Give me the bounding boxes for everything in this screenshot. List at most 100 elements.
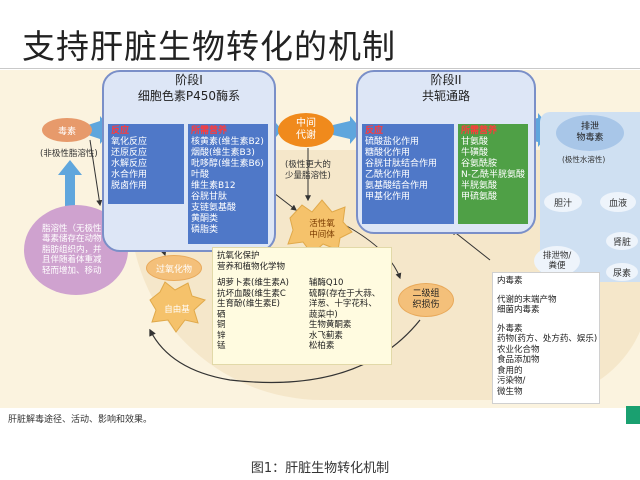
free-radicals-label: 过氧化物 [155,264,192,275]
fat-storage-line: 脂溶性（无极性） [41,223,110,234]
phase2-reaction-item: 氨基酸结合作用 [365,181,429,191]
fat-storage-line: 且伴随着体重减 [41,255,102,266]
antioxidant-item: 抗坏血酸(维生素C [217,288,286,299]
intermediate-label-line: 中间 [296,118,316,129]
antioxidant-item: 辅酶Q10 [308,278,344,288]
secondary-damage-line: 织损伤 [412,300,440,310]
fat-storage-node: 脂溶性（无极性） 毒素储存在动物 脂肪组织内，并 且伴随着体重减 轻而增加、移动 [24,205,128,295]
antioxidant-item: 锰 [217,341,226,351]
phase2-reaction-item: 硫酸盐化作用 [365,137,420,147]
urine-node: 尿素 [606,263,638,281]
reactive-intermediates-label: 活性氧 中间体 [302,219,342,240]
title-divider [0,68,640,69]
phase2-reaction-item: 糖酸化作用 [365,148,411,158]
excretion-node: 排泄 物毒素 [556,115,624,151]
phase1-nutrient-item: 叶酸 [191,170,210,180]
flow-arrow-intermediate-to-phase2 [333,116,362,144]
phase2-nutrient-item: 牛磺酸 [461,148,489,158]
arrow-fat-to-toxin [58,160,82,210]
phase2-nutrients-box: 所需营养 甘氨酸 牛磺酸 谷氨酰胺 N-乙酰半胱氨酸 半胱氨酸 甲硫氨酸 [458,124,528,224]
phase2-reaction-item: 谷胱甘肽结合作用 [365,159,438,169]
exogenous-item: 微生物 [497,386,523,397]
phase2-nutrients-heading: 所需营养 [461,126,498,136]
exogenous-item: 食品添加物 [497,355,540,365]
antioxidant-item: 胡萝卜素(维生素A) [217,278,289,288]
excretion-label-line: 物毒素 [576,133,604,143]
antioxidant-item: 蔬菜中) [308,309,338,320]
phase1-nutrient-item: 核黄素(维生素B2) [191,137,264,147]
fat-storage-line: 轻而增加、移动 [41,265,102,276]
antioxidant-item: 硒 [217,309,226,320]
intermediate-note: (极性更大的 少量脂溶性) [285,160,331,181]
bile-label: 胆汁 [553,198,572,209]
phase1-nutrients-box: 所需营养 核黄素(维生素B2) 烟酸(维生素B3) 吡哆醇(维生素B6) 叶酸 … [188,124,268,244]
secondary-damage-line: 二级组 [412,289,440,299]
free-radicals-node: 过氧化物 [146,255,202,281]
feces-label-line: 粪便 [548,261,566,271]
phase1-title-line: 阶段I [175,73,203,87]
reactive-label-line: 活性氧 [309,219,335,229]
phase2-nutrient-item: 甲硫氨酸 [461,192,498,202]
phase1-reaction-item: 水解反应 [111,159,148,169]
toxin-label: 毒素 [57,126,76,137]
intermediate-note-line: 少量脂溶性) [285,170,331,181]
exogenous-item: 农业化合物 [497,344,540,355]
free-radical-tag: 自由基 [164,305,190,315]
connector-toxin-to-fat [89,139,103,207]
connector-sources-to-phase2 [451,229,491,261]
phase2-title-line: 共轭通路 [421,89,470,103]
phase1-nutrients-heading: 所需营养 [191,126,228,136]
intermediate-node: 中间 代谢 [278,113,334,147]
exogenous-item: 药物(药方、处方药、娱乐) [497,334,598,344]
phase1-reaction-item: 还原反应 [111,148,148,158]
page-title: 支持肝脏生物转化的机制 [22,27,396,66]
endogenous-heading: 内毒素 [497,276,523,286]
phase1-reactions-box: 反应 氧化反应 还原反应 水解反应 水合作用 脱卤作用 [108,124,184,204]
phase1-reactions-heading: 反应 [111,126,130,136]
reactive-burst-shape [287,199,353,255]
phase1-nutrient-item: 谷胱甘肽 [191,192,228,202]
phase1-nutrient-item: 烟酸(维生素B3) [191,148,255,158]
fat-storage-line: 脂肪组织内，并 [41,244,102,255]
excretion-label-line: 排泄 [580,122,599,132]
phase2-reactions-heading: 反应 [365,126,384,136]
bile-node: 胆汁 [544,192,582,212]
phase2-reaction-item: 甲基化作用 [365,192,411,202]
phase2-reaction-item: 乙酰化作用 [365,170,411,180]
toxin-note: (非极性脂溶性) [40,149,98,159]
endogenous-item: 细菌内毒素 [497,305,540,315]
antioxidant-item: 水飞蓟素 [308,330,343,341]
kidney-label: 肾脏 [612,237,631,248]
intermediate-note-line: (极性更大的 [285,160,331,170]
toxin-node: 毒素 [42,118,92,142]
phase2-nutrient-item: 谷氨酰胺 [461,159,498,169]
fat-storage-line: 毒素储存在动物 [41,234,102,245]
toxin-sources-box: 内毒素 代谢的末端产物 细菌内毒素 外毒素 药物(药方、处方药、娱乐) 农业化合… [492,272,600,404]
exogenous-item: 污染物/ [497,376,526,386]
phase1-title-line: 细胞色素P450酶系 [137,89,241,103]
phase1-nutrient-item: 黄酮类 [191,214,219,224]
phase2-title-line: 阶段II [430,73,462,87]
antioxidants-box: 抗氧化保护 营养和植物化学物 胡萝卜素(维生素A) 抗坏血酸(维生素C 生育酚(… [212,247,392,365]
phase2-reactions-box: 反应 硫酸盐化作用 糖酸化作用 谷胱甘肽结合作用 乙酰化作用 氨基酸结合作用 甲… [362,124,454,224]
endogenous-item: 代谢的末端产物 [497,294,557,305]
phase1-nutrient-item: 吡哆醇(维生素B6) [191,159,264,169]
phase2-nutrient-item: 甘氨酸 [461,137,489,147]
feces-node: 排泄物/ 粪便 [534,246,580,276]
phase1-reaction-item: 氧化反应 [111,137,148,147]
figure-caption: 图1：肝脏生物转化机制 [250,461,390,476]
phase1-nutrient-item: 磷脂类 [191,225,219,235]
phase2-nutrient-item: N-乙酰半胱氨酸 [461,170,525,180]
excretion-note: (极性水溶性) [562,155,606,164]
blood-label: 血液 [608,198,627,209]
antioxidants-heading: 营养和植物化学物 [217,261,286,272]
exogenous-item: 食用的 [497,365,523,376]
urine-label: 尿素 [612,268,631,279]
secondary-damage-node: 二级组 织损伤 [398,283,454,317]
intermediate-label-line: 代谢 [296,130,316,141]
antioxidant-item: 锌 [217,330,226,341]
phase1-reaction-item: 脱卤作用 [111,181,148,191]
antioxidant-item: 生物黄酮素 [308,320,352,330]
antioxidant-item: 松柏素 [308,341,335,351]
diagram-footnote: 肝脏解毒途径、活动、影响和效果。 [8,415,153,425]
